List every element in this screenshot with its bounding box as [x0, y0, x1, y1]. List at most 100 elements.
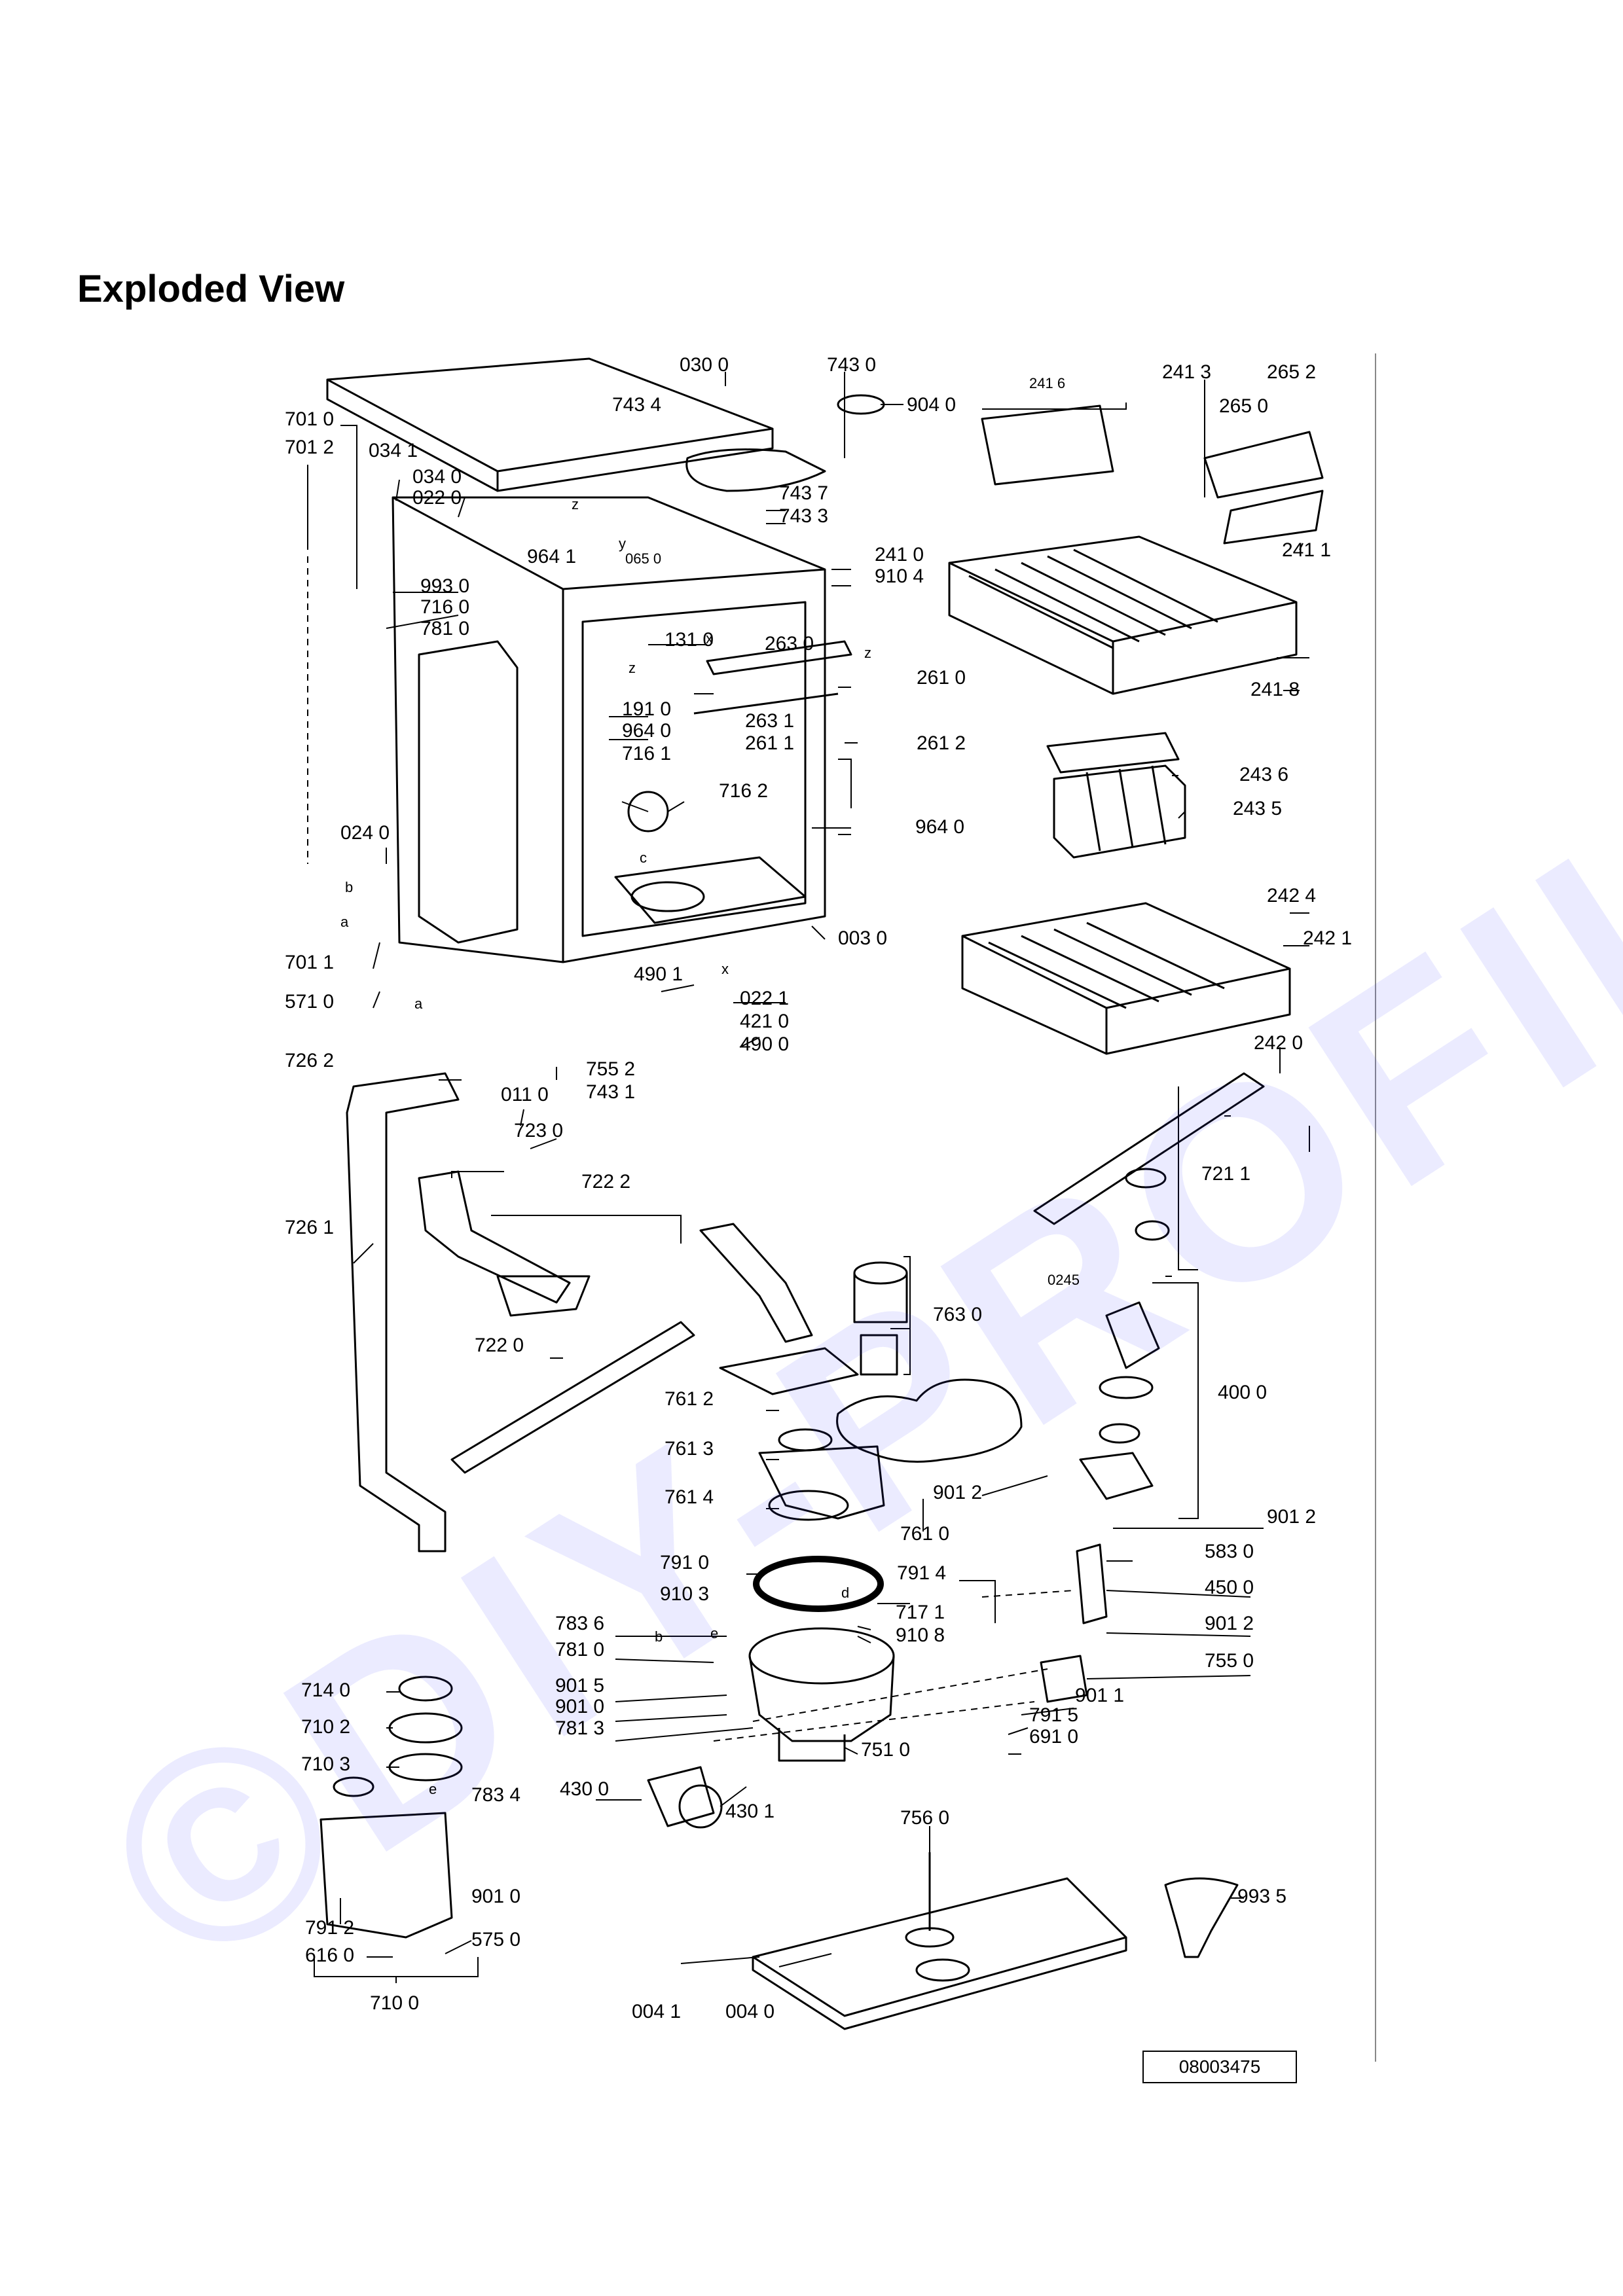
part-label: 761 2 — [665, 1388, 714, 1410]
part-label: 022 0 — [412, 487, 462, 509]
part-label: 743 1 — [586, 1081, 636, 1103]
part-label: 261 0 — [917, 667, 966, 689]
part-label: 716 0 — [420, 596, 470, 618]
ref-letter: x — [721, 961, 729, 977]
part-label: 721 1 — [1201, 1163, 1251, 1185]
part-label: 756 0 — [900, 1807, 950, 1829]
part-label: 241 3 — [1162, 361, 1212, 383]
part-label: 901 2 — [933, 1482, 983, 1503]
part-label: 242 1 — [1303, 927, 1353, 949]
part-label: 263 0 — [765, 633, 814, 655]
part-label: 131 0 — [665, 629, 714, 651]
ref-letter: d — [841, 1585, 850, 1601]
heater — [1076, 1543, 1108, 1624]
ref-letter: b — [655, 1628, 663, 1645]
part-label: 755 0 — [1205, 1650, 1254, 1672]
part-label: 763 0 — [933, 1304, 983, 1325]
part-label: 571 0 — [285, 991, 335, 1013]
part-label: 191 0 — [622, 698, 672, 720]
part-label: 781 3 — [555, 1717, 605, 1739]
part-label: 265 2 — [1267, 361, 1317, 383]
part-label: 743 7 — [779, 482, 829, 504]
part-label: 575 0 — [471, 1929, 521, 1950]
part-label: 241 1 — [1282, 539, 1332, 561]
part-label: 400 0 — [1218, 1382, 1267, 1403]
part-label: 791 0 — [660, 1552, 710, 1573]
salt-funnel — [1164, 1877, 1239, 1958]
part-label: 242 4 — [1267, 885, 1317, 906]
drain-pump — [647, 1766, 715, 1827]
drawing-number-box: 08003475 — [1142, 2051, 1297, 2083]
part-label: 241 8 — [1250, 679, 1300, 700]
part-label: 261 1 — [745, 732, 795, 754]
cabinet-body — [392, 496, 826, 963]
part-label: 241 0 — [875, 544, 924, 565]
part-label: 717 1 — [896, 1602, 945, 1623]
part-label: 011 0 — [501, 1084, 549, 1105]
part-label: 261 2 — [917, 732, 966, 754]
part-label: 910 4 — [875, 565, 924, 587]
return-pipe — [699, 1223, 813, 1343]
part-label: 241 6 — [1029, 375, 1066, 391]
ref-letter: e — [710, 1625, 719, 1641]
part-label: 781 0 — [555, 1639, 605, 1660]
part-label: 710 3 — [301, 1753, 351, 1775]
upper-spray-arm — [1033, 1072, 1265, 1225]
part-label: 755 2 — [586, 1058, 636, 1080]
part-label: 781 0 — [420, 618, 470, 639]
page-title: Exploded View — [77, 268, 345, 310]
ref-letter: a — [414, 996, 423, 1012]
part-label: 743 4 — [612, 394, 662, 416]
part-label: 024 0 — [340, 822, 390, 844]
ref-letter: b — [345, 879, 354, 895]
part-label: 263 1 — [745, 710, 795, 732]
ref-letter: z — [629, 660, 636, 676]
part-label: 901 2 — [1205, 1613, 1254, 1634]
part-label: 901 0 — [471, 1886, 521, 1907]
ref-letter: z — [864, 645, 871, 661]
ref-letter: e — [429, 1781, 437, 1797]
part-label: 691 0 — [1029, 1726, 1079, 1748]
part-label: 716 1 — [622, 743, 672, 764]
part-label: 716 2 — [719, 780, 769, 802]
lower-basket — [961, 902, 1291, 1055]
drain-hose — [1040, 1655, 1088, 1703]
ref-letter: y — [619, 535, 626, 552]
part-label: 616 0 — [305, 1945, 355, 1966]
part-label: 910 3 — [660, 1583, 710, 1605]
part-label: 701 0 — [285, 408, 335, 430]
part-label: 701 2 — [285, 437, 335, 458]
part-label: 901 1 — [1075, 1685, 1125, 1706]
part-label: 761 0 — [900, 1523, 950, 1545]
circulation-pump — [1079, 1301, 1160, 1500]
part-label: 265 0 — [1219, 395, 1269, 417]
part-label: 743 0 — [827, 354, 877, 376]
part-label: 242 0 — [1254, 1032, 1304, 1054]
part-label: 791 2 — [305, 1917, 355, 1939]
part-label: 901 2 — [1267, 1506, 1317, 1528]
part-label: 901 5 — [555, 1675, 605, 1696]
part-label: 964 0 — [915, 816, 965, 838]
part-label: 710 2 — [301, 1716, 351, 1738]
part-label: 714 0 — [301, 1679, 351, 1701]
part-label: 751 0 — [861, 1739, 911, 1761]
part-label: 490 0 — [740, 1033, 790, 1055]
sump-seal — [753, 1556, 884, 1612]
part-label: 726 2 — [285, 1050, 335, 1071]
ref-letter: a — [340, 914, 349, 930]
dispenser-lid — [685, 448, 826, 492]
distribution-tube — [418, 1170, 571, 1304]
part-label: 964 0 — [622, 720, 672, 742]
part-label: 710 0 — [370, 1992, 420, 2014]
ref-letter: x — [706, 630, 713, 647]
part-label: 722 0 — [475, 1335, 524, 1356]
part-label: 726 1 — [285, 1217, 335, 1238]
side-tube — [346, 1072, 460, 1552]
part-label: 490 1 — [634, 963, 684, 985]
part-label: 761 3 — [665, 1438, 714, 1460]
part-label: 993 5 — [1237, 1886, 1287, 1907]
part-label: 421 0 — [740, 1011, 790, 1032]
part-label: 993 0 — [420, 575, 470, 597]
part-label: 904 0 — [907, 394, 957, 416]
part-label: 791 5 — [1029, 1704, 1079, 1726]
